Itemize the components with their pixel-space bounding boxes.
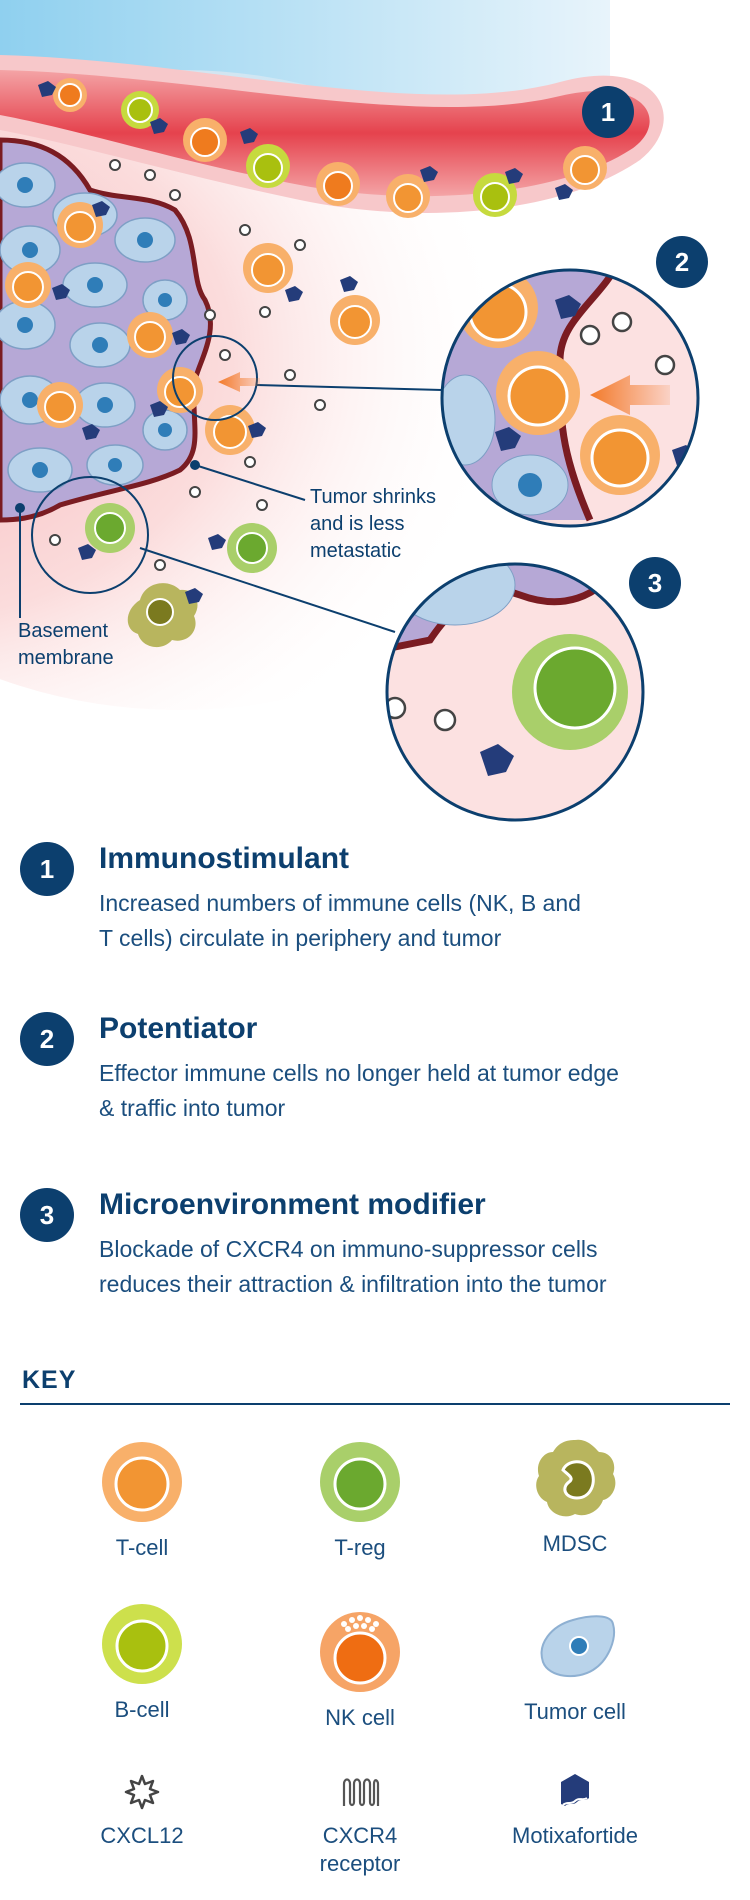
benefit-potentiator: 2 Potentiator Effector immune cells no l… — [20, 1012, 735, 1122]
mechanism-diagram: 1 2 3 Tumor shrinks and is less metastat… — [0, 0, 708, 822]
t-cell — [386, 174, 430, 218]
connector-line — [256, 384, 443, 391]
number-badge: 1 — [20, 842, 74, 896]
benefit-title: Potentiator — [99, 1012, 258, 1045]
badge-2: 2 — [656, 236, 708, 288]
svg-text:2: 2 — [675, 247, 689, 277]
cxcl12-molecules — [49, 159, 326, 571]
tumor-callout: Tumor shrinks and is less metastatic — [310, 486, 436, 562]
svg-text:Basement: Basement — [18, 620, 108, 642]
b-cell — [121, 91, 159, 129]
badge-3: 3 — [629, 557, 681, 609]
number-badge: 2 — [20, 1012, 74, 1066]
key-item-tumor-cell: Tumor cell — [465, 1604, 685, 1726]
key-label: Motixafortide — [512, 1823, 638, 1848]
key-label: MDSC — [542, 1531, 608, 1556]
b-cell-icon — [102, 1604, 182, 1684]
tumor-cell-icon — [540, 1615, 615, 1678]
key-divider — [20, 1403, 730, 1405]
key-label: CXCL12 — [100, 1823, 184, 1848]
key-label: T-reg — [334, 1535, 386, 1560]
key-label: B-cell — [114, 1697, 170, 1722]
badge-1: 1 — [582, 86, 634, 138]
b-cell — [246, 144, 290, 188]
t-cell — [563, 146, 607, 190]
cxcl12-icon — [124, 1774, 160, 1810]
tissue-immune-cells — [78, 243, 380, 648]
benefit-description: Blockade of CXCR4 on immuno-suppressor c… — [99, 1236, 607, 1297]
key-item-mdsc: MDSC — [465, 1436, 685, 1558]
tumor-mass — [0, 137, 213, 523]
nk-cell-icon — [320, 1612, 400, 1692]
key-item-cxcr4-receptor: CXCR4 receptor — [250, 1772, 470, 1878]
nk-cell — [53, 78, 87, 112]
t-reg-icon — [320, 1442, 400, 1522]
benefit-description: Effector immune cells no longer held at … — [99, 1060, 619, 1121]
key-label: CXCR4 receptor — [319, 1823, 401, 1876]
benefit-microenvironment-modifier: 3 Microenvironment modifier Blockade of … — [20, 1188, 735, 1298]
motixafortide-icon — [561, 1774, 589, 1806]
number-badge: 3 — [20, 1188, 74, 1242]
benefit-title: Immunostimulant — [99, 842, 350, 875]
infiltration-arrow — [218, 372, 260, 392]
key-item-t-cell: T-cell — [32, 1440, 252, 1562]
svg-text:and is less: and is less — [310, 513, 405, 535]
key-label: NK cell — [325, 1705, 395, 1730]
svg-text:metastatic: metastatic — [310, 540, 401, 562]
motixafortide-markers — [38, 81, 573, 200]
benefit-immunostimulant: 1 Immunostimulant Increased numbers of i… — [20, 842, 735, 952]
key-title: KEY — [22, 1366, 77, 1394]
key-item-cxcl12: CXCL12 — [32, 1772, 252, 1850]
svg-text:3: 3 — [648, 568, 662, 598]
svg-text:1: 1 — [601, 97, 615, 127]
key-label: T-cell — [115, 1535, 169, 1560]
svg-text:Tumor shrinks: Tumor shrinks — [310, 486, 436, 508]
vessel-immune-cells — [38, 78, 607, 218]
connector-line — [139, 547, 396, 633]
cxcr4-receptor-icon — [342, 1778, 380, 1807]
t-cell-icon — [102, 1442, 182, 1522]
connector-line — [194, 464, 306, 501]
key-item-motixafortide: Motixafortide — [465, 1772, 685, 1850]
nk-cell — [316, 162, 360, 206]
membrane-callout: Basement membrane — [18, 620, 114, 669]
zoom-source-3 — [31, 476, 149, 594]
key-item-t-reg: T-reg — [250, 1440, 470, 1562]
benefit-title: Microenvironment modifier — [99, 1188, 486, 1221]
b-cell — [473, 173, 517, 217]
benefit-description: Increased numbers of immune cells (NK, B… — [99, 890, 581, 951]
key-item-b-cell: B-cell — [32, 1602, 252, 1724]
svg-text:membrane: membrane — [18, 647, 114, 669]
mdsc-icon — [536, 1439, 616, 1517]
key-item-nk-cell: NK cell — [250, 1602, 470, 1732]
nk-cell — [183, 118, 227, 162]
key-label: Tumor cell — [524, 1699, 626, 1724]
